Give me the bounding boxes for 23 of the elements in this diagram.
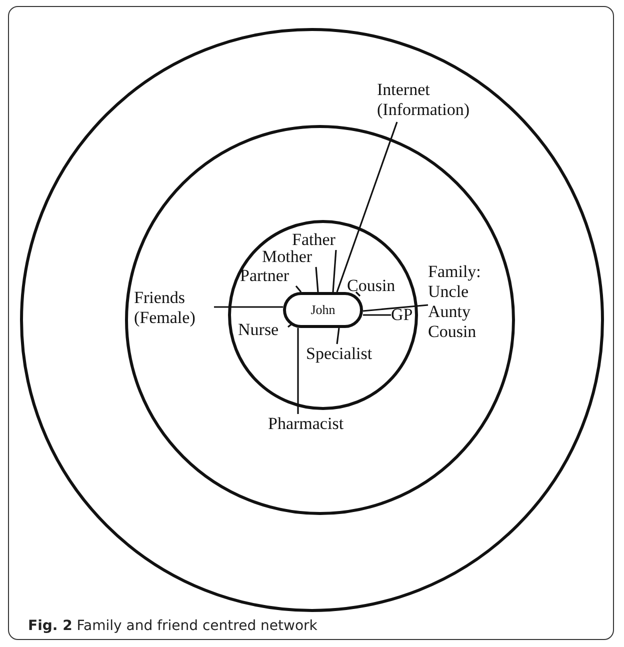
node-label: Specialist xyxy=(306,344,372,364)
leader-line xyxy=(315,266,319,292)
node-label: Nurse xyxy=(238,320,279,340)
node-label: Partner xyxy=(240,266,290,286)
leader-line xyxy=(336,328,340,344)
leader-line xyxy=(362,304,428,312)
figure-caption: Fig. 2 Family and friend centred network xyxy=(28,618,318,634)
node-label: Friends (Female) xyxy=(134,288,214,328)
node-label: Pharmacist xyxy=(268,414,344,434)
node-label: Father xyxy=(292,230,336,250)
node-label: Mother xyxy=(262,247,312,267)
leader-line xyxy=(363,314,391,316)
leader-line xyxy=(288,322,294,328)
leader-line xyxy=(336,122,398,292)
leader-line xyxy=(355,291,361,297)
node-label: GP xyxy=(391,305,413,325)
leader-line xyxy=(332,250,337,292)
leader-line xyxy=(295,285,302,293)
node-label: Family: Uncle Aunty Cousin xyxy=(428,262,481,342)
circle-ring xyxy=(228,220,418,410)
person-pill: John xyxy=(283,292,363,328)
circle-ring xyxy=(125,125,515,515)
node-label: Internet (Information) xyxy=(377,80,489,120)
